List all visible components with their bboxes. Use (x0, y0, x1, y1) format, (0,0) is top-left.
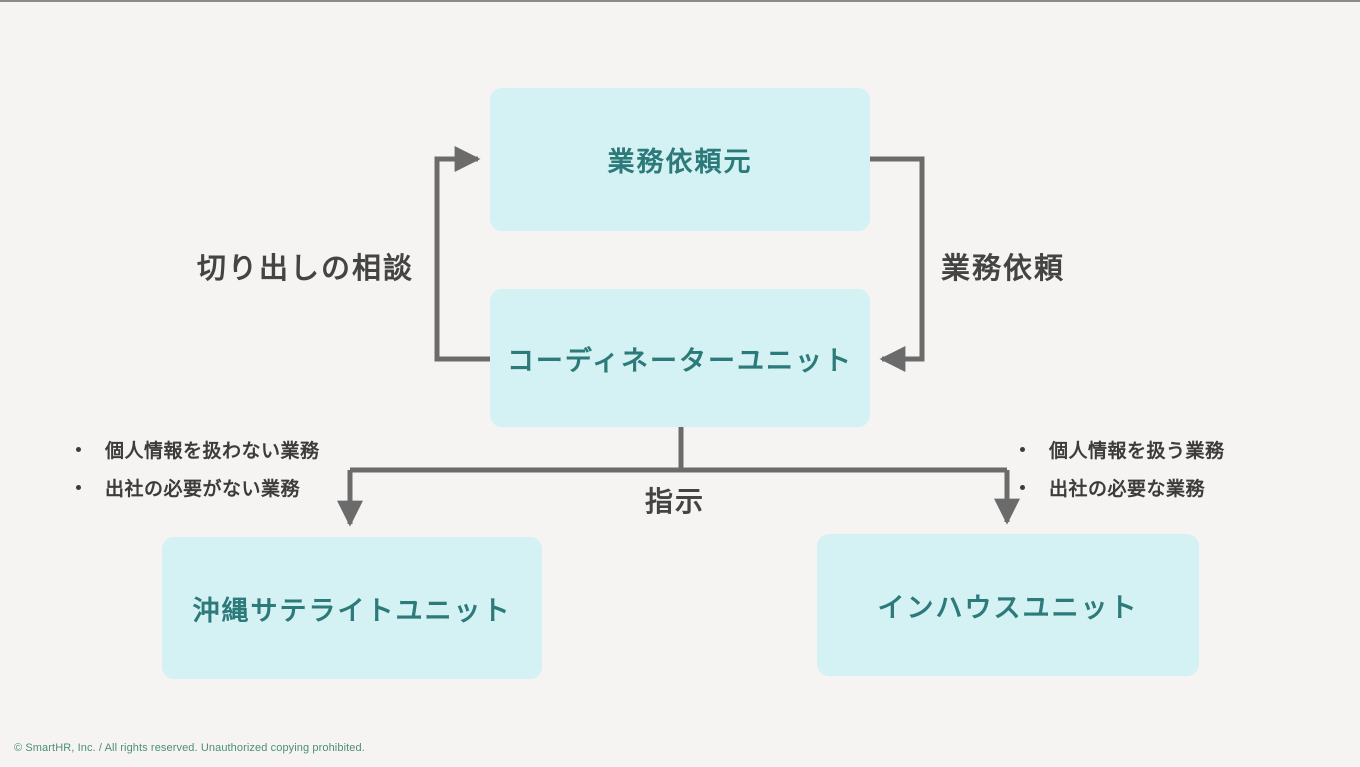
list-item: 個人情報を扱わない業務 (76, 436, 320, 463)
list-item: 出社の必要な業務 (1020, 474, 1225, 501)
node-okinawa-satellite: 沖縄サテライトユニット (162, 537, 542, 679)
bullet-list-right: 個人情報を扱う業務 出社の必要な業務 (1020, 436, 1225, 512)
node-inhouse-label: インハウスユニット (877, 592, 1139, 623)
node-coordinator: コーディネーターユニット (490, 289, 870, 427)
node-inhouse: インハウスユニット (817, 534, 1199, 676)
edge-label-request: 業務依頼 (941, 253, 1066, 285)
bullet-dot-icon (76, 447, 81, 452)
bullet-dot-icon (1020, 485, 1025, 490)
edge-label-consult: 切り出しの相談 (197, 253, 415, 285)
list-item-label: 出社の必要がない業務 (105, 479, 301, 500)
bullet-dot-icon (1020, 447, 1025, 452)
edge-label-instruct: 指示 (645, 486, 706, 517)
node-requester: 業務依頼元 (490, 88, 870, 231)
list-item-label: 個人情報を扱う業務 (1049, 441, 1225, 462)
node-okinawa-label: 沖縄サテライトユニット (192, 595, 512, 626)
list-item-label: 個人情報を扱わない業務 (105, 441, 320, 462)
bullet-dot-icon (76, 485, 81, 490)
node-requester-label: 業務依頼元 (607, 147, 753, 177)
bullet-list-left: 個人情報を扱わない業務 出社の必要がない業務 (76, 436, 320, 512)
connector-requester-to-coordinator (870, 156, 925, 372)
footer-copyright: © SmartHR, Inc. / All rights reserved. U… (14, 742, 365, 754)
list-item-label: 出社の必要な業務 (1049, 479, 1206, 500)
connector-coordinator-to-requester (434, 146, 490, 362)
list-item: 個人情報を扱う業務 (1020, 436, 1225, 463)
list-item: 出社の必要がない業務 (76, 474, 320, 501)
node-coordinator-label: コーディネーターユニット (506, 345, 854, 376)
